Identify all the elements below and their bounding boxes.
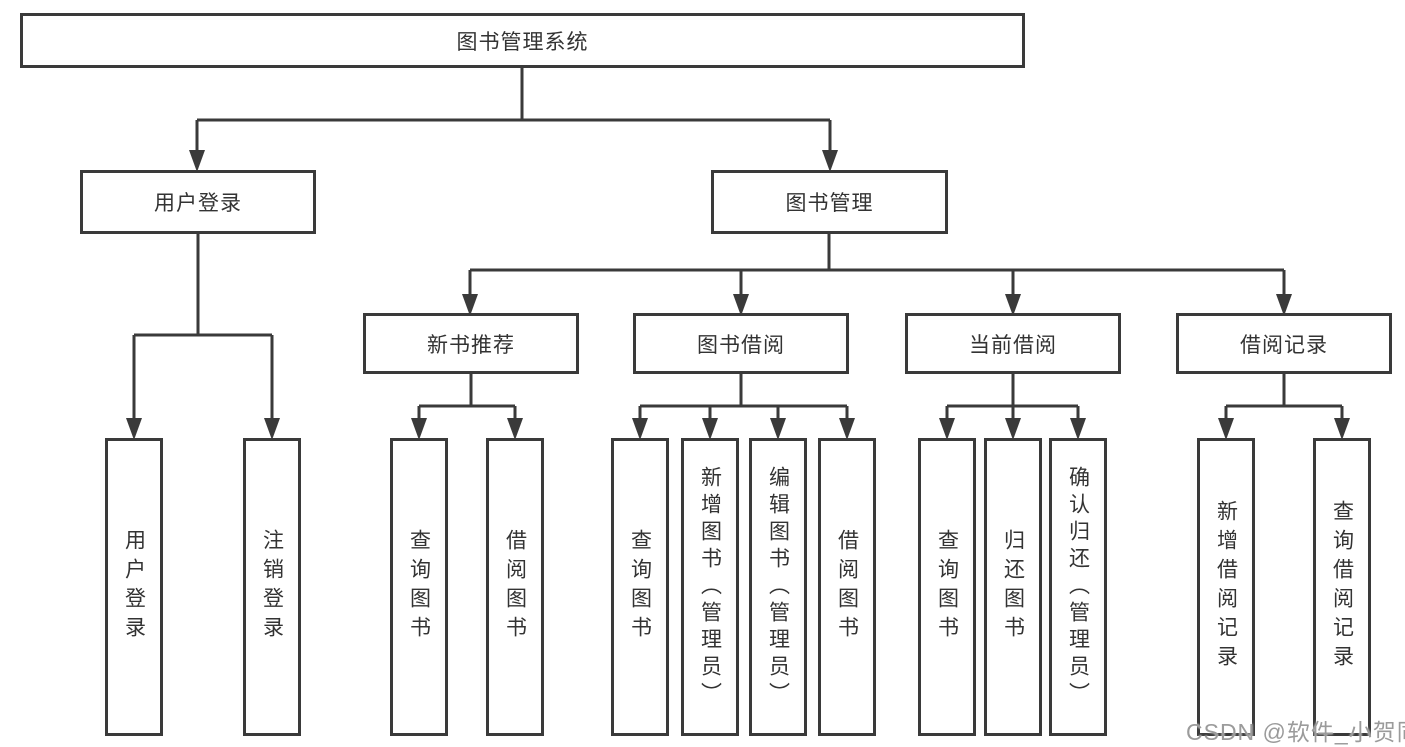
arrow-down-icon <box>1218 418 1234 440</box>
leaf-edit-book-admin: 编辑图书（管理员） <box>749 438 807 736</box>
arrow-down-icon <box>939 418 955 440</box>
leaf-borrow-book: 借阅图书 <box>486 438 544 736</box>
arrow-down-icon <box>839 418 855 440</box>
node-new-book-recommend: 新书推荐 <box>363 313 579 374</box>
leaf-query-book: 查询图书 <box>918 438 976 736</box>
leaf-return-book: 归还图书 <box>984 438 1042 736</box>
arrow-down-icon <box>1005 294 1021 316</box>
leaf-confirm-return-admin: 确认归还（管理员） <box>1049 438 1107 736</box>
arrow-down-icon <box>1070 418 1086 440</box>
node-current-borrow: 当前借阅 <box>905 313 1121 374</box>
arrow-down-icon <box>462 294 478 316</box>
leaf-add-book-admin: 新增图书（管理员） <box>681 438 739 736</box>
arrow-down-icon <box>770 418 786 440</box>
arrow-down-icon <box>126 418 142 440</box>
leaf-query-book: 查询图书 <box>611 438 669 736</box>
leaf-user-login: 用户登录 <box>105 438 163 736</box>
arrow-down-icon <box>822 150 838 172</box>
leaf-logout: 注销登录 <box>243 438 301 736</box>
arrow-down-icon <box>1334 418 1350 440</box>
arrow-down-icon <box>1276 294 1292 316</box>
leaf-add-borrow-record: 新增借阅记录 <box>1197 438 1255 736</box>
arrow-down-icon <box>189 150 205 172</box>
node-borrow-record: 借阅记录 <box>1176 313 1392 374</box>
arrow-down-icon <box>632 418 648 440</box>
arrow-down-icon <box>702 418 718 440</box>
node-book-management: 图书管理 <box>711 170 948 234</box>
node-root-library-system: 图书管理系统 <box>20 13 1025 68</box>
arrow-down-icon <box>507 418 523 440</box>
arrow-down-icon <box>264 418 280 440</box>
node-user-login: 用户登录 <box>80 170 316 234</box>
node-book-borrow: 图书借阅 <box>633 313 849 374</box>
arrow-down-icon <box>411 418 427 440</box>
arrow-down-icon <box>1005 418 1021 440</box>
arrow-down-icon <box>733 294 749 316</box>
csdn-watermark: CSDN @软件_小贺同学 <box>1186 719 1405 745</box>
leaf-query-book: 查询图书 <box>390 438 448 736</box>
arrowheads <box>126 150 1350 440</box>
leaf-borrow-book: 借阅图书 <box>818 438 876 736</box>
leaf-query-borrow-record: 查询借阅记录 <box>1313 438 1371 736</box>
connector-paths <box>132 68 1344 420</box>
